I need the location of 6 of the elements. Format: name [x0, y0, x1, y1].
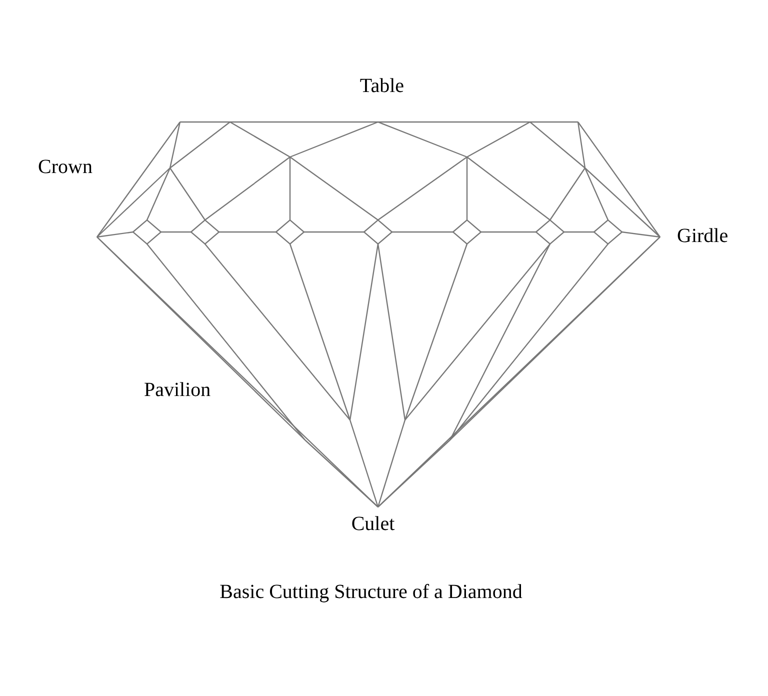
- part-label: Table: [360, 76, 404, 96]
- part-label: Girdle: [677, 226, 728, 246]
- part-label: Crown: [38, 157, 92, 177]
- part-label: Culet: [351, 514, 395, 534]
- part-label: Pavilion: [144, 380, 211, 400]
- caption: Basic Cutting Structure of a Diamond: [220, 582, 522, 602]
